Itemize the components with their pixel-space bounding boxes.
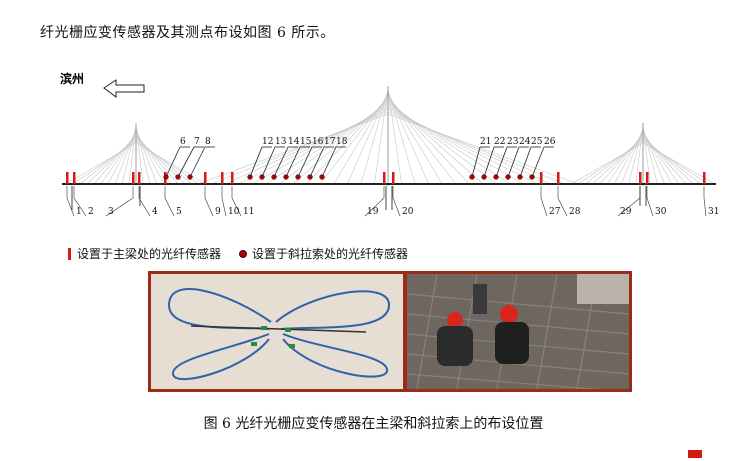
cable-sensor-number: 8: [205, 137, 211, 147]
girder-sensor-legend-icon: [68, 247, 71, 260]
girder-sensor-mark: [540, 172, 543, 184]
girder-sensor-mark: [231, 172, 234, 184]
girder-sensor-mark: [646, 172, 649, 184]
girder-sensor-number: 11: [243, 207, 254, 217]
girder-sensor-number: 19: [367, 207, 379, 217]
cable-sensor-leader: [531, 146, 545, 178]
girder-sensor-leader: [392, 186, 401, 217]
girder-sensor-leader: [540, 186, 548, 217]
girder-sensor-leader: [66, 186, 75, 217]
figure-caption: 图 6 光纤光栅应变传感器在主梁和斜拉索上的布设位置: [203, 416, 544, 432]
cable-sensor-number: 16: [312, 137, 324, 147]
girder-sensor-leader: [617, 186, 641, 217]
girder-sensor-number: 1: [76, 207, 82, 217]
girder-sensor-number: 31: [708, 207, 719, 217]
cable-sensor-leader: [495, 146, 508, 178]
girder-sensor-mark: [703, 172, 706, 184]
legend-cable-sensor: 设置于斜拉索处的光纤传感器: [252, 247, 409, 261]
girder-sensor-leader: [231, 186, 242, 217]
cable-sensor-number: 6: [180, 137, 186, 147]
cable-sensor-number: 22: [494, 137, 505, 147]
cable-sensor-number: 12: [262, 137, 273, 147]
cable-sensor-leader: [249, 146, 263, 178]
girder-sensor-leader: [557, 186, 568, 217]
cable-sensor-leader: [261, 146, 276, 178]
cable-sensor-legend-icon: [239, 249, 248, 258]
girder-sensor-mark: [132, 172, 135, 184]
cable-sensor-leader: [507, 146, 520, 178]
girder-sensor-mark: [383, 172, 386, 184]
cable-sensor-leader: [297, 146, 313, 178]
girder-sensor-leader: [164, 186, 175, 217]
direction-label: 滨州: [60, 71, 84, 86]
girder-sensor-number: 28: [569, 207, 581, 217]
cable-sensor-leader: [519, 146, 532, 178]
legend-girder-sensor: 设置于主梁处的光纤传感器: [77, 247, 222, 261]
girder-sensor-number: 29: [620, 207, 632, 217]
girder-sensor-number: 9: [215, 207, 221, 217]
girder-sensor-leader: [105, 186, 134, 217]
cable-sensor-number: 26: [544, 137, 556, 147]
girder-sensors: [66, 172, 706, 184]
cable-sensor-number: 17: [324, 137, 336, 147]
girder-sensor-leader: [646, 186, 654, 217]
cable-sensor-number: 24: [519, 137, 531, 147]
workers-image: [407, 274, 629, 389]
towers: [135, 86, 644, 186]
legend: 设置于主梁处的光纤传感器 设置于斜拉索处的光纤传感器: [68, 245, 408, 262]
girder-sensor-mark: [138, 172, 141, 184]
girder-sensor-mark: [557, 172, 560, 184]
girder-sensor-number: 2: [88, 207, 94, 217]
cable-sensors: [163, 174, 535, 180]
girder-sensor-mark: [221, 172, 224, 184]
cable-sensor-number: 18: [336, 137, 348, 147]
girder-sensor-leader: [364, 186, 385, 217]
cable-sensor-number: 15: [300, 137, 312, 147]
page-corner-mark: [688, 450, 702, 458]
cable-sensor-number: 25: [531, 137, 543, 147]
sensor-cable-photo: [148, 271, 406, 392]
girder-sensor-number: 3: [108, 207, 114, 217]
girder-sensor-mark: [204, 172, 207, 184]
cable-sensor-leader: [177, 146, 195, 178]
cable-sensor-number: 13: [275, 137, 287, 147]
cable-sensor-number: 14: [288, 137, 300, 147]
cable-sensor-leader: [189, 146, 206, 178]
cable-sensor-number: 21: [480, 137, 491, 147]
cable-sensor-leader: [285, 146, 301, 178]
girder-sensor-number: 10: [228, 207, 240, 217]
girder-sensor-number: 20: [402, 207, 414, 217]
girder-sensor-mark: [66, 172, 69, 184]
intro-paragraph: 纤光栅应变传感器及其测点布设如图 6 所示。: [40, 25, 335, 41]
cable-sensor-leader: [471, 146, 481, 178]
installation-photo: [404, 271, 632, 392]
stay-cables: [65, 87, 716, 185]
girder-sensor-number: 30: [655, 207, 667, 217]
girder-sensor-number: 27: [549, 207, 561, 217]
cable-sensor-leader: [483, 146, 495, 178]
cable-sensor-leader: [165, 146, 181, 178]
girder-sensor-leader: [221, 186, 227, 217]
cable-sensor-leader: [309, 146, 325, 178]
cable-sensor-leader: [273, 146, 289, 178]
girder-sensor-leader: [138, 186, 151, 217]
girder-sensor-number: 5: [176, 207, 182, 217]
girder-sensor-mark: [392, 172, 395, 184]
cable-sensor-leader: [321, 146, 337, 178]
cable-sensor-number: 7: [194, 137, 200, 147]
left-arrow-icon: [103, 79, 145, 98]
girder-sensor-leader: [204, 186, 214, 217]
cable-sensor-number: 23: [507, 137, 519, 147]
girder-sensor-number: 4: [152, 207, 158, 217]
girder-sensor-leader: [703, 186, 707, 217]
girder-sensor-mark: [639, 172, 642, 184]
fiber-sensor-image: [151, 274, 403, 389]
girder-sensor-leader: [73, 186, 87, 217]
girder-sensor-mark: [73, 172, 76, 184]
